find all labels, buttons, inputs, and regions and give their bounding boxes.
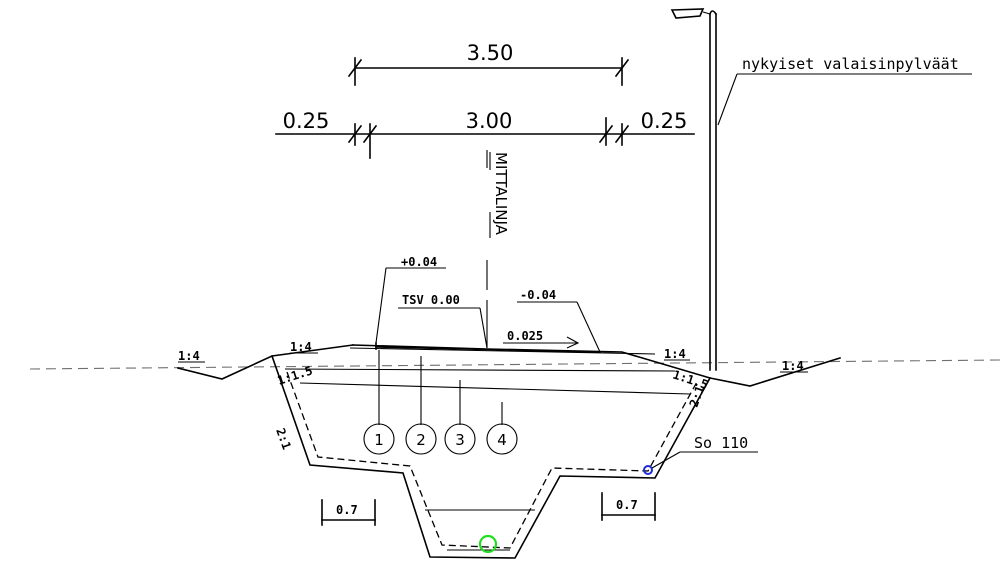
slope-ground-left: 1:4 [178, 349, 200, 363]
dimension-right-edge-text: 0.25 [641, 109, 688, 133]
lamp-post [670, 8, 718, 371]
slope-shoulder-right: 1:4 [664, 347, 686, 361]
slope-ground-right: 1:4 [782, 359, 804, 373]
layer-marker-2 [405, 423, 437, 455]
elevation-left: +0.04 [375, 255, 446, 344]
elevation-tsv: TSV 0.00 [398, 293, 488, 349]
lamp-post-label: nykyiset valaisinpylväät [717, 55, 972, 126]
slope-side-right: 2:1 [687, 384, 708, 409]
layer-marker-1-text: 1 [374, 431, 384, 449]
svg-text:So 110: So 110 [694, 434, 748, 452]
road-structure [177, 342, 842, 559]
dimension-left-edge-text: 0.25 [283, 109, 330, 133]
dimension-right-ditch: 0.7 [601, 492, 656, 521]
drain-pipe-icon [478, 534, 498, 554]
dimension-row-2: 0.25 3.00 0.25 [275, 109, 695, 159]
dimension-total: 3.50 [347, 41, 630, 86]
svg-text:nykyiset valaisinpylväät: nykyiset valaisinpylväät [742, 55, 959, 73]
crossfall-arrow: 0.025 [503, 329, 580, 349]
svg-text:0.025: 0.025 [507, 329, 543, 343]
layer-marker-4-text: 4 [497, 431, 507, 449]
layer-marker-4 [486, 423, 518, 455]
layer-marker-3-text: 3 [455, 431, 465, 449]
dimension-total-text: 3.50 [467, 41, 514, 65]
ground-line [29, 359, 1001, 370]
pipe-label: So 110 [651, 434, 758, 469]
svg-text:0.7: 0.7 [616, 498, 638, 512]
svg-text:0.7: 0.7 [336, 503, 358, 517]
lamp-head [670, 8, 705, 19]
elevation-right: -0.04 [517, 288, 601, 353]
svg-text:TSV 0.00: TSV 0.00 [402, 293, 460, 307]
centerline: MITTALINJA [486, 150, 510, 348]
layer-marker-1 [363, 423, 395, 455]
layer-marker-2-text: 2 [416, 431, 426, 449]
svg-text:+0.04: +0.04 [401, 255, 437, 269]
centerline-label: MITTALINJA [492, 152, 510, 236]
slope-side-left: 2:1 [273, 426, 294, 451]
dimension-lane-text: 3.00 [466, 109, 513, 133]
layer-callouts: 1 2 3 4 [363, 350, 518, 455]
layer-marker-3 [444, 423, 476, 455]
dimension-left-ditch: 0.7 [321, 499, 376, 526]
so110-pipe-icon [643, 465, 653, 475]
slope-shoulder-left: 1:4 [290, 340, 312, 354]
svg-text:-0.04: -0.04 [520, 288, 556, 302]
